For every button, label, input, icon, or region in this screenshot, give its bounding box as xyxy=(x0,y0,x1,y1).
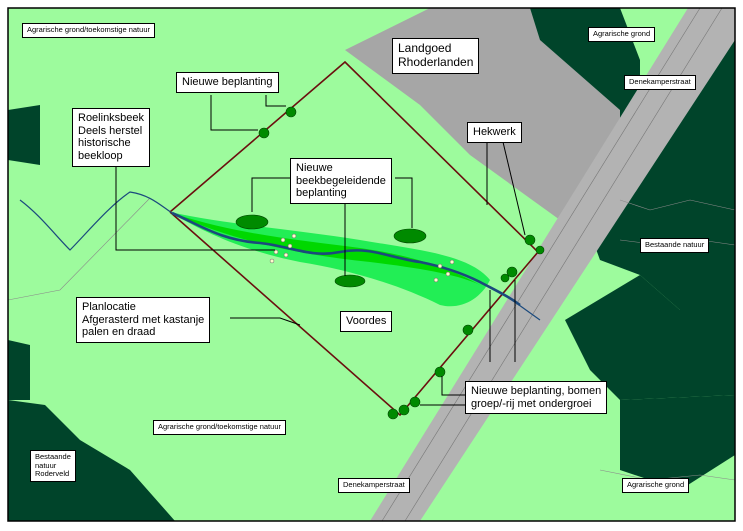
tree xyxy=(535,245,545,255)
forest-left xyxy=(8,340,30,400)
label-hekwerk: Hekwerk xyxy=(467,122,522,143)
planting-point xyxy=(273,249,279,255)
label-nieuwe-beplanting: Nieuwe beplanting xyxy=(176,72,279,93)
label-agrarische-grond-nw: Agrarische grond/toekomstige natuur xyxy=(22,23,155,38)
forest-west-small xyxy=(8,105,40,165)
planting-point xyxy=(280,237,286,243)
brook-historic-west xyxy=(19,191,173,251)
leader-lines xyxy=(115,95,526,406)
tree xyxy=(398,404,410,416)
brook-outflow xyxy=(504,294,541,321)
tree xyxy=(434,366,446,378)
label-denekamperstraat-south: Denekamperstraat xyxy=(338,478,410,493)
road-edge xyxy=(381,7,701,522)
road-edge xyxy=(404,7,723,522)
label-landgoed-rhoderlanden: Landgoed Rhoderlanden xyxy=(392,38,480,74)
forest-se xyxy=(620,395,735,490)
shrub-group xyxy=(235,214,269,230)
forest-east xyxy=(565,275,735,400)
planting-point xyxy=(287,243,293,249)
planting-point xyxy=(437,263,443,269)
label-agrarische-grond-south: Agrarische grond/toekomstige natuur xyxy=(153,420,286,435)
label-bestaande-natuur-roderveld: Bestaande natuur Roderveld xyxy=(30,450,76,482)
tree xyxy=(524,234,536,246)
shrub-group xyxy=(393,228,427,244)
tree xyxy=(500,273,510,283)
label-voordes: Voordes xyxy=(340,311,393,332)
label-agrarische-grond-ne: Agrarische grond xyxy=(588,27,656,42)
trees xyxy=(258,106,545,420)
brook-planting-inner xyxy=(175,214,480,285)
brook-line xyxy=(171,211,521,307)
label-beekbegeleidende-beplanting: Nieuwe beekbegeleidende beplanting xyxy=(290,158,392,204)
tree xyxy=(506,266,518,278)
planting-point xyxy=(269,258,275,264)
label-denekamperstraat-ne: Denekamperstraat xyxy=(624,75,696,90)
label-bestaande-natuur-east: Bestaande natuur xyxy=(640,238,710,253)
tree xyxy=(285,106,297,118)
forest-sw xyxy=(8,400,175,521)
tree xyxy=(387,408,399,420)
label-roelinksbeek: Roelinksbeek Deels herstel historische b… xyxy=(72,108,151,167)
tree xyxy=(462,324,474,336)
tree xyxy=(409,396,421,408)
label-planlocatie: Planlocatie Afgerasterd met kastanje pal… xyxy=(76,297,211,343)
planting-point xyxy=(291,233,297,239)
plan-location-site xyxy=(170,62,538,415)
shrub-group xyxy=(334,274,366,288)
planting-point xyxy=(283,252,289,258)
planting-point xyxy=(449,259,455,265)
planting-points xyxy=(269,233,455,283)
planting-point xyxy=(433,277,439,283)
label-nieuwe-beplanting-bomen: Nieuwe beplanting, bomen groep/-rij met … xyxy=(465,381,608,415)
tree xyxy=(258,127,270,139)
label-agrarische-grond-se: Agrarische grond xyxy=(622,478,690,493)
shrub-groups xyxy=(235,214,427,288)
planting-point xyxy=(445,271,451,277)
map-border xyxy=(7,7,736,522)
